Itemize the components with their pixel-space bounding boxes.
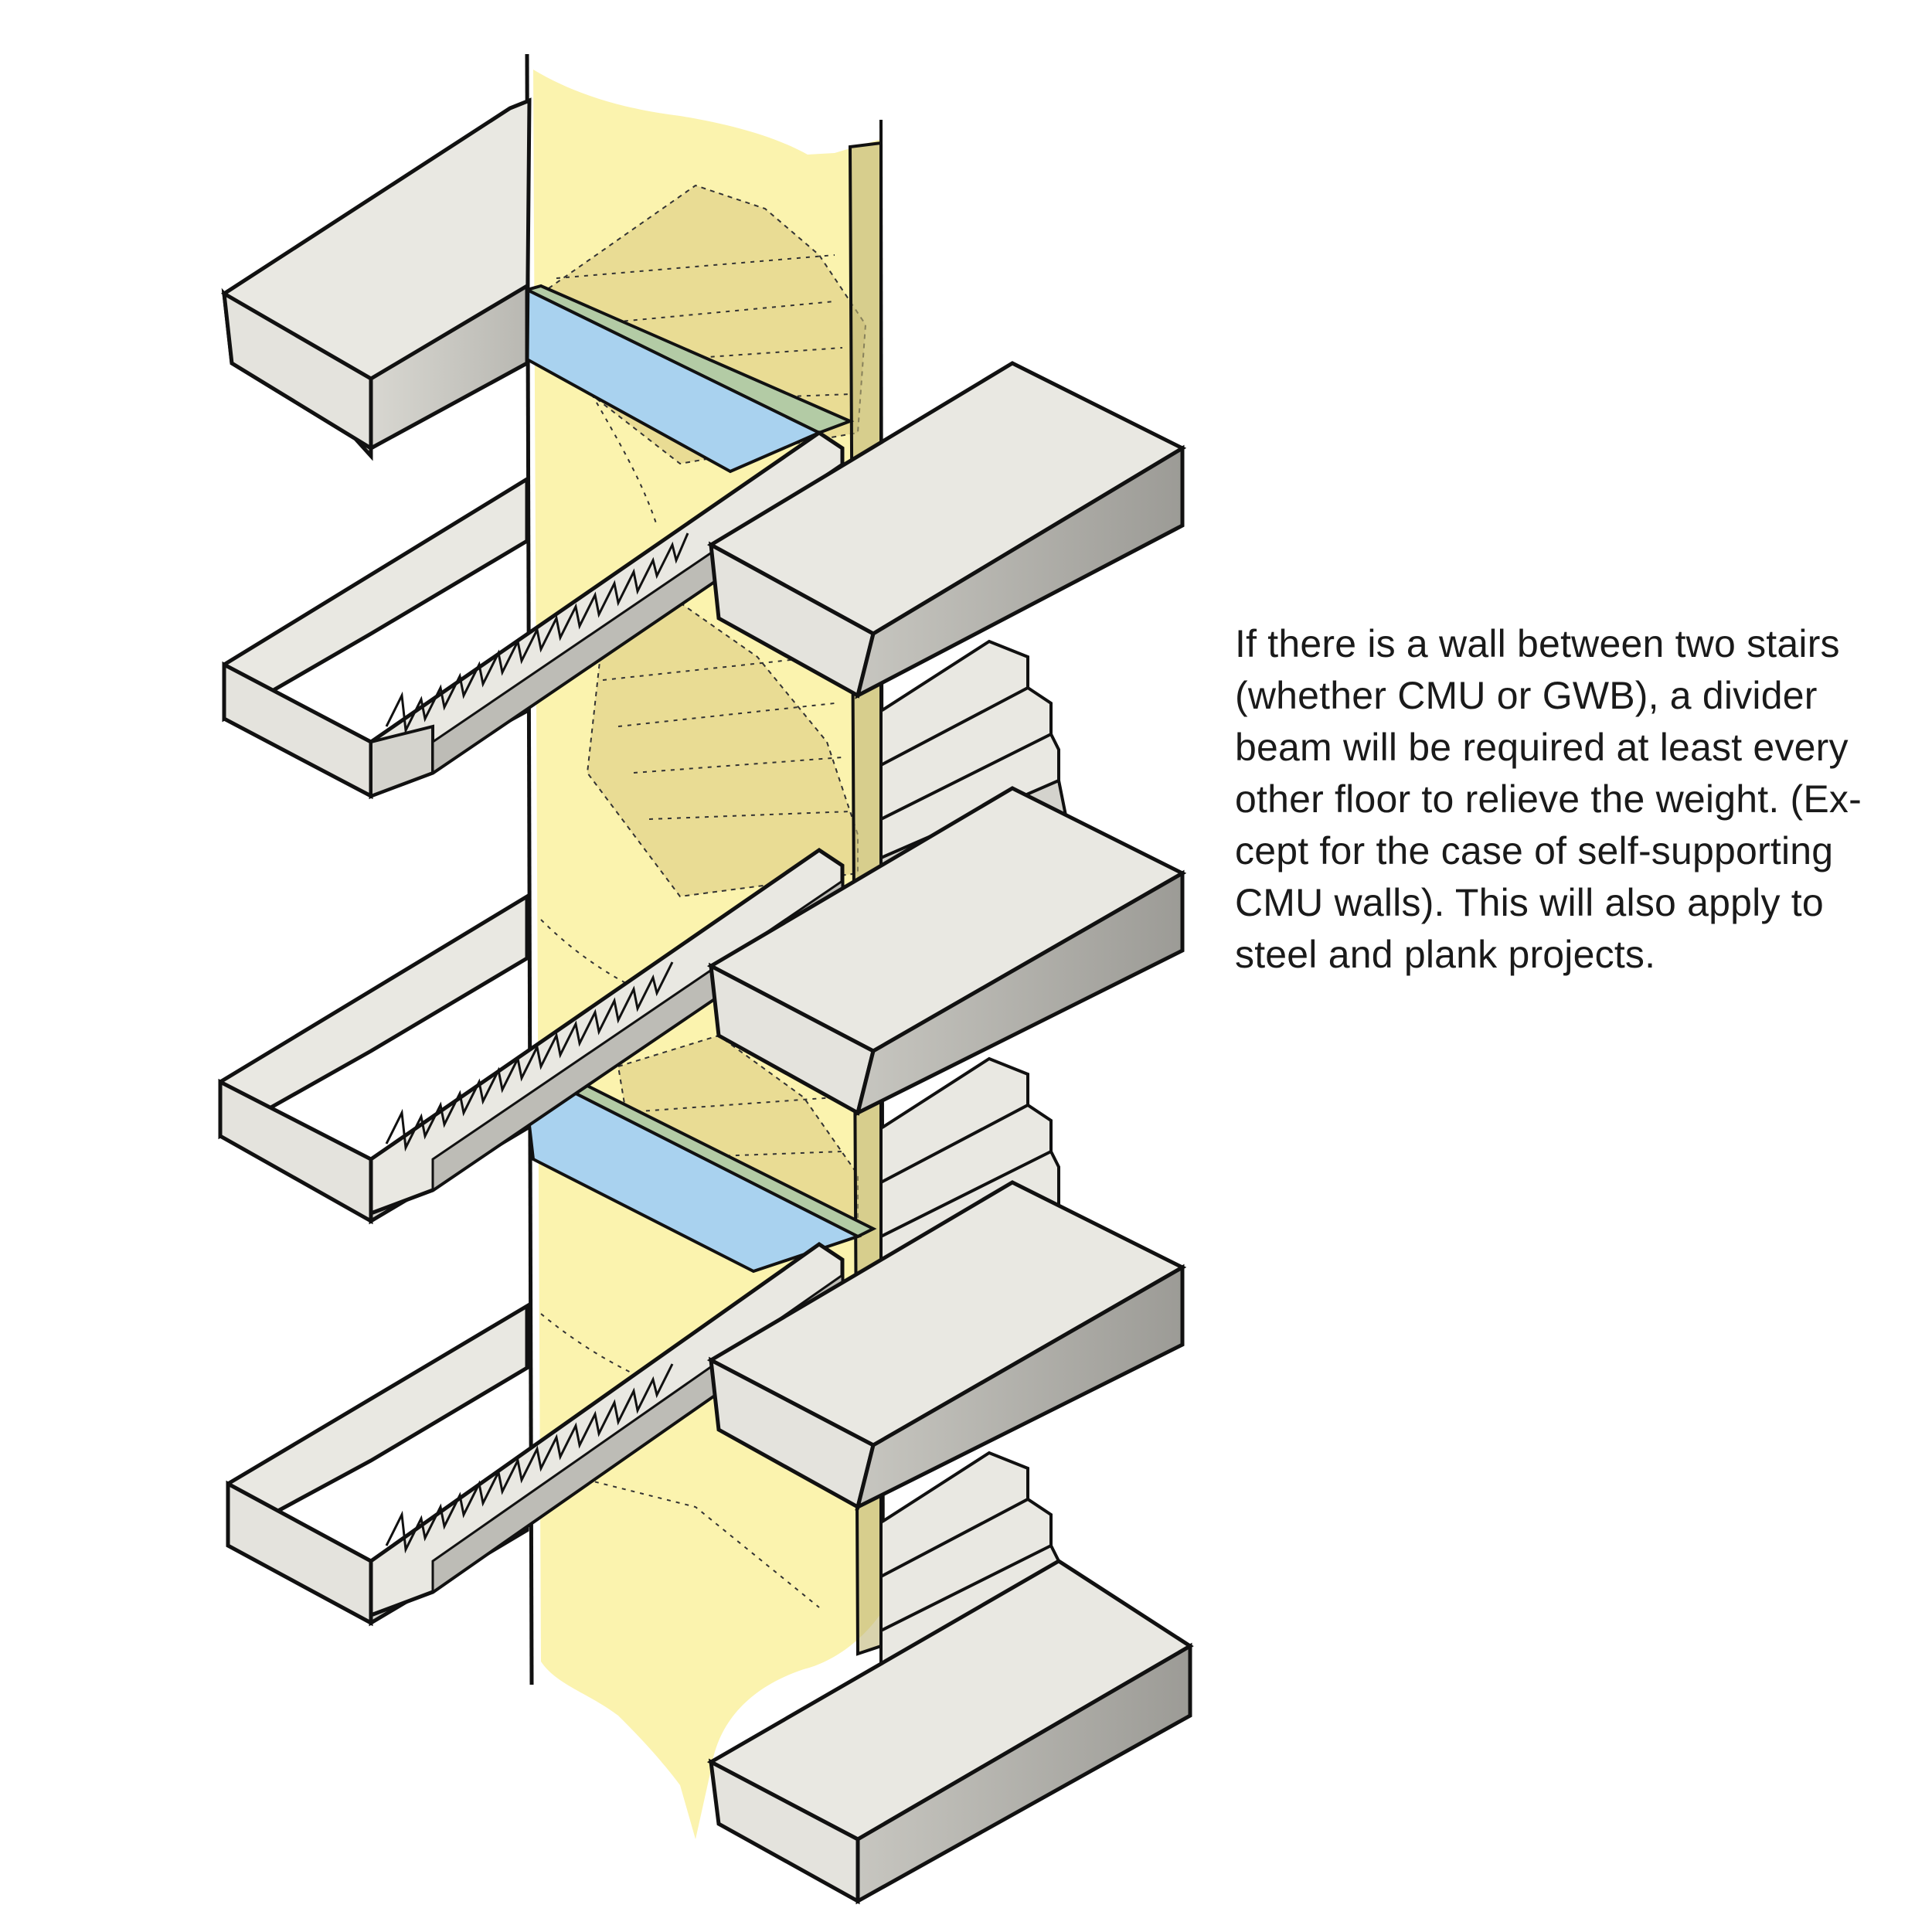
landing-right-1 bbox=[706, 361, 1187, 699]
caption-text: If there is a wall between two stairs (w… bbox=[1235, 618, 1869, 981]
landing-right-3 bbox=[706, 1180, 1187, 1511]
caption-line: other floor to relieve the weight. (Ex- bbox=[1235, 777, 1862, 821]
caption-line: steel and plank projects. bbox=[1235, 933, 1656, 976]
caption-line: beam will be required at least every bbox=[1235, 726, 1849, 769]
caption-line: cept for the case of self-supporting bbox=[1235, 829, 1834, 872]
caption-line: CMU walls). This will also apply to bbox=[1235, 881, 1824, 924]
stair-teeth-1 bbox=[385, 532, 689, 735]
caption-line: (whether CMU or GWB), a divider bbox=[1235, 674, 1818, 717]
caption-line: If there is a wall between two stairs bbox=[1235, 622, 1840, 665]
landing-bottom bbox=[706, 1559, 1194, 1905]
landing-upper-left bbox=[221, 97, 532, 461]
stair-teeth-3 bbox=[385, 1363, 674, 1554]
landing-right-2 bbox=[706, 786, 1187, 1117]
stair-teeth-2 bbox=[385, 961, 674, 1152]
